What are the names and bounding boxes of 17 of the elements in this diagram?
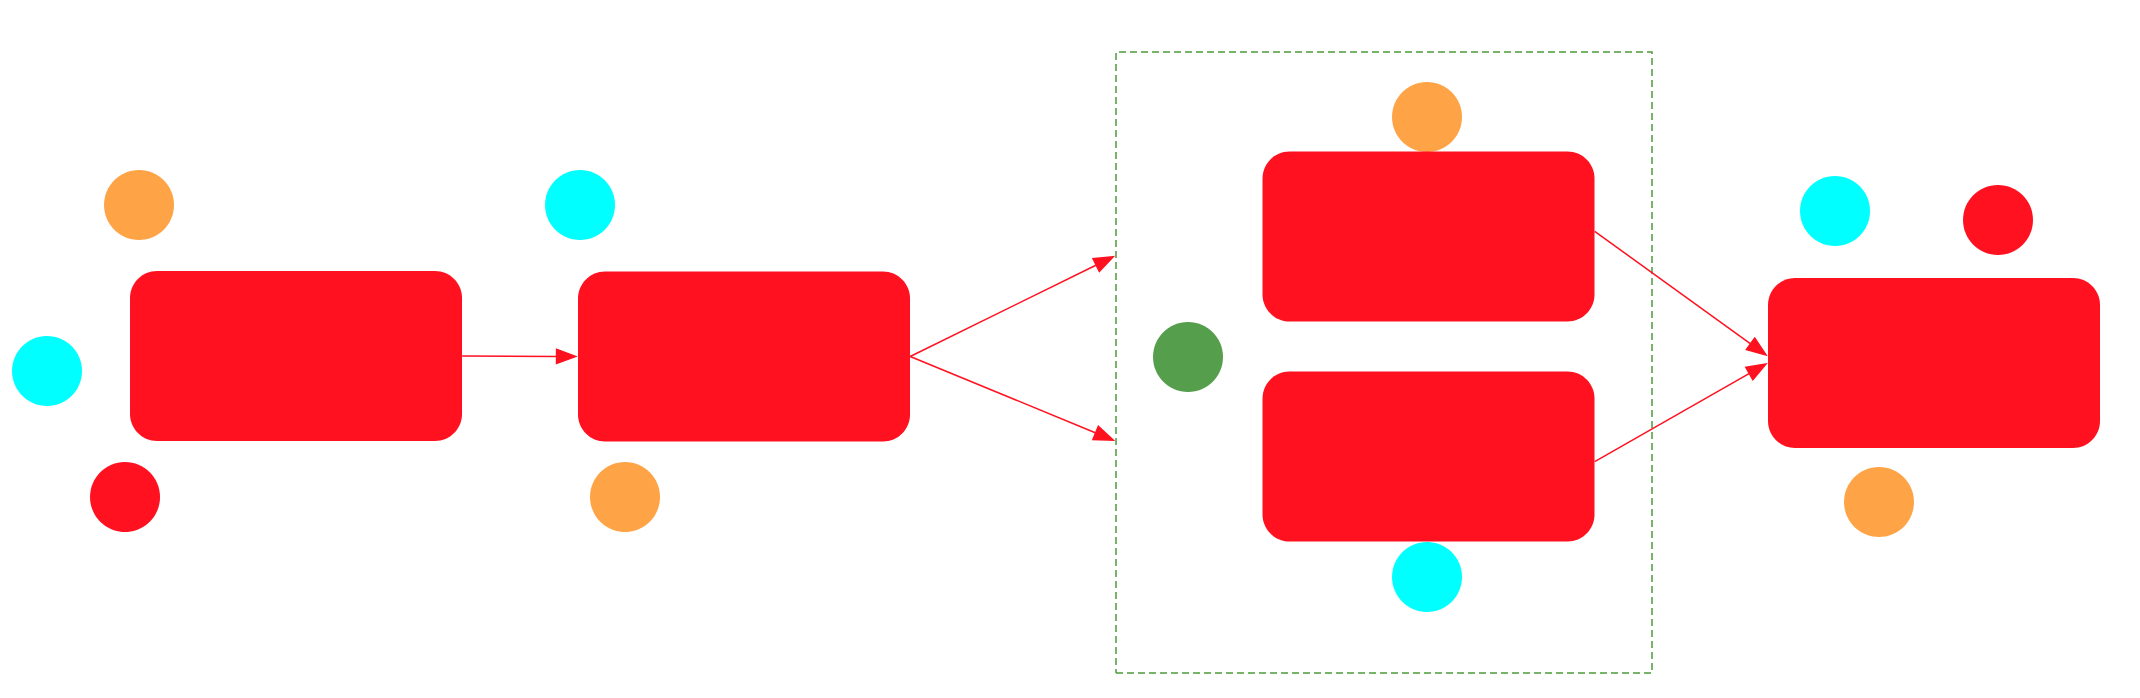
rounded-box <box>1262 151 1595 322</box>
dot <box>590 462 660 532</box>
dot <box>104 170 174 240</box>
dot <box>12 336 82 406</box>
dot <box>90 462 160 532</box>
dot <box>1844 467 1914 537</box>
rounded-box <box>1262 371 1595 542</box>
dot <box>1800 176 1870 246</box>
rounded-box <box>578 271 910 442</box>
dot <box>1963 185 2033 255</box>
dot <box>545 170 615 240</box>
dot <box>1153 322 1223 392</box>
dot <box>1392 542 1462 612</box>
rounded-box <box>130 271 462 441</box>
dot <box>1392 82 1462 152</box>
group-frame <box>1115 51 1653 674</box>
rounded-box <box>1768 278 2100 448</box>
